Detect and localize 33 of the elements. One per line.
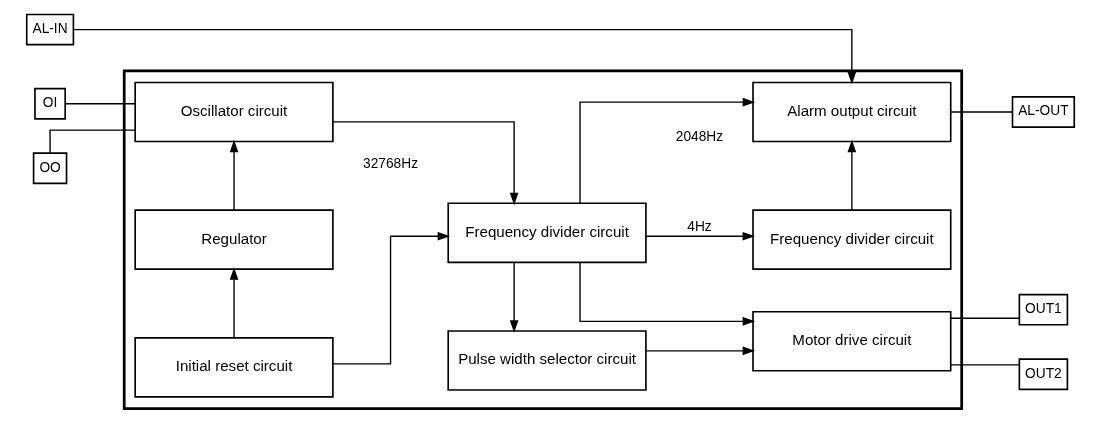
arrow xyxy=(332,120,519,205)
connector xyxy=(65,102,136,104)
edge-label: 32768Hz xyxy=(363,155,419,171)
node-box: Initial reset circuit xyxy=(134,336,334,398)
node-box: OUT1 xyxy=(1018,293,1069,326)
node-box: AL-OUT xyxy=(1011,95,1076,128)
arrow xyxy=(579,97,756,204)
node-box: Pulse width selector circuit xyxy=(447,329,647,391)
node-box: AL-IN xyxy=(25,13,75,46)
connector xyxy=(950,363,1020,366)
arrow xyxy=(579,261,756,326)
arrow xyxy=(229,139,239,211)
node-box: Oscillator circuit xyxy=(134,81,334,142)
arrow xyxy=(72,28,857,84)
node-box: OI xyxy=(34,87,66,120)
edge-label: 2048Hz xyxy=(675,128,724,144)
node-box: Frequency divider circuit xyxy=(447,201,647,263)
node-box: Alarm output circuit xyxy=(752,81,952,142)
connector xyxy=(950,317,1020,319)
arrow xyxy=(229,267,239,338)
connector xyxy=(49,128,136,153)
arrow xyxy=(509,261,519,333)
arrow xyxy=(332,231,450,365)
node-box: Frequency divider circuit xyxy=(752,208,952,270)
node-box: OUT2 xyxy=(1018,357,1069,390)
arrow xyxy=(847,139,857,211)
node-box: OO xyxy=(32,151,68,184)
arrow xyxy=(645,346,755,355)
node-box: Motor drive circuit xyxy=(752,310,952,372)
connector xyxy=(950,110,1013,113)
arrow xyxy=(645,231,755,241)
node-box: Regulator xyxy=(134,208,334,270)
edge-label: 4Hz xyxy=(687,218,712,234)
